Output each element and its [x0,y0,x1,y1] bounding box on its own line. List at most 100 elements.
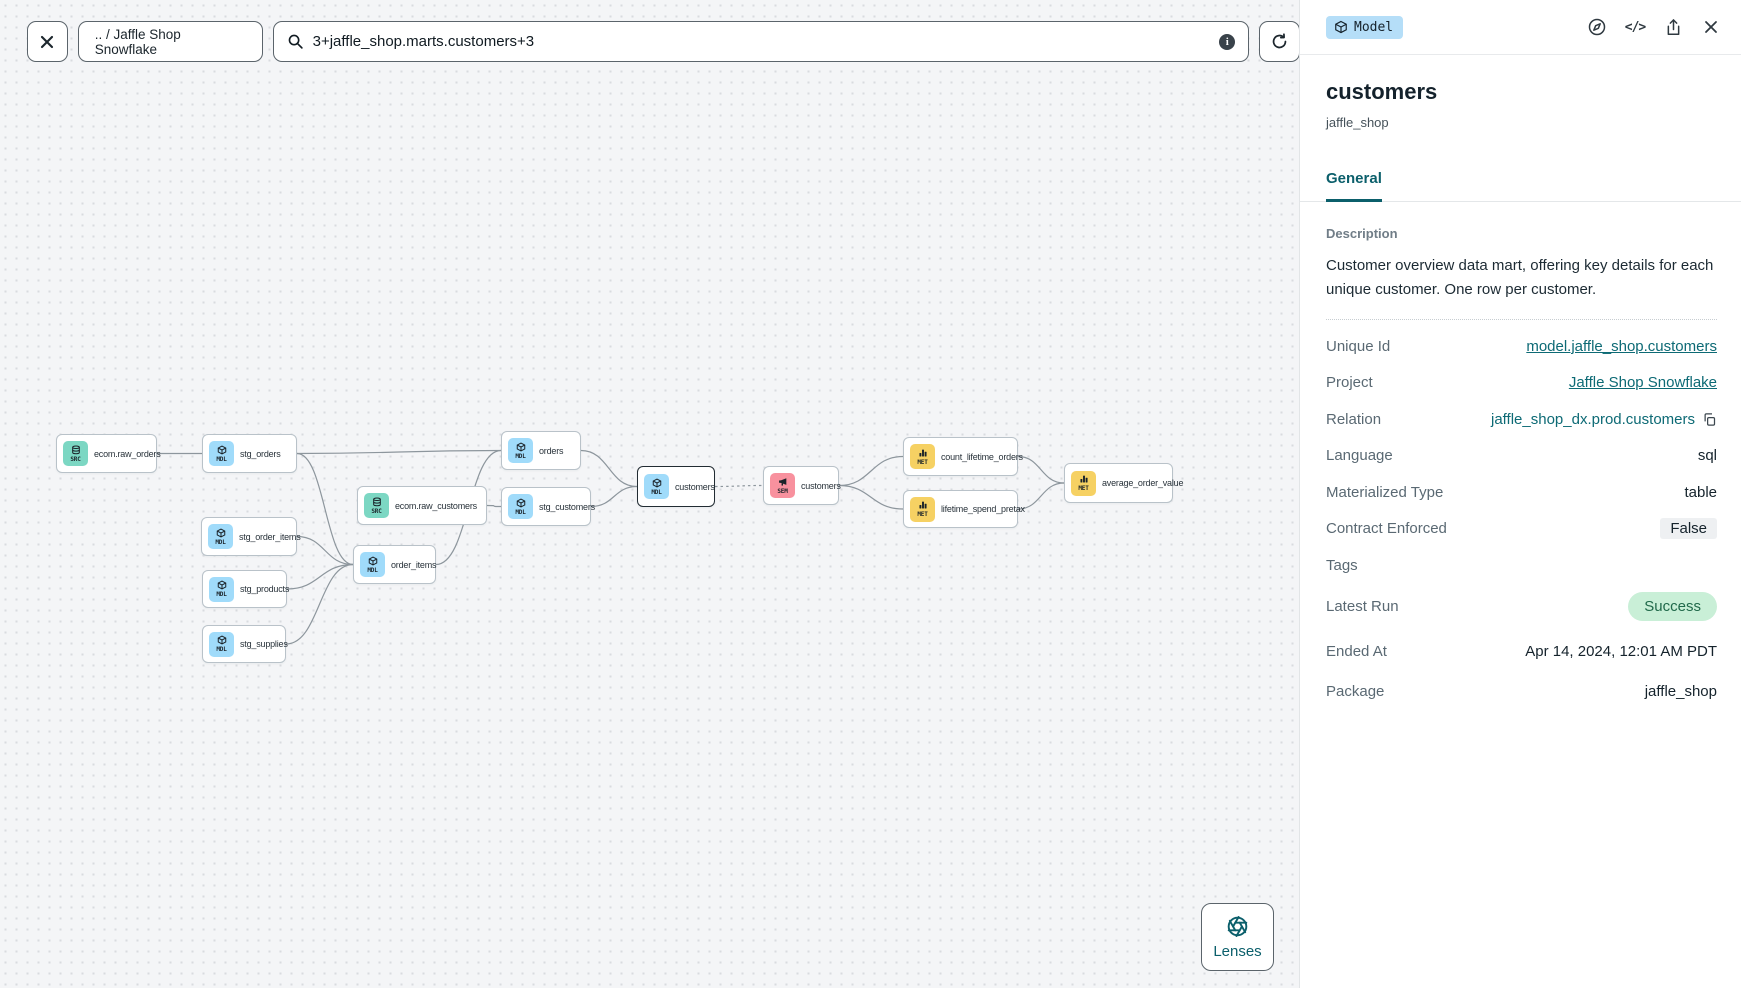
edge-customers_sem-to-lifetime_spend_pretax [838,484,904,510]
package-subtitle: jaffle_shop [1326,115,1389,130]
mdl-node-icon: MDL [209,441,234,466]
field-row-language: Language sql [1326,438,1717,475]
field-label-package: Package [1326,683,1385,701]
close-panel-button[interactable] [1701,17,1721,37]
dag-node-stg_customers[interactable]: MDL stg_customers [501,487,595,526]
database-icon [372,497,381,506]
field-label-language: Language [1326,447,1393,465]
edge-lifetime_spend_pretax-to-average_order_value [1017,482,1065,510]
details-panel: Model </> customers jaffle_shop General … [1299,0,1741,988]
edge-orders-to-customers [580,449,638,488]
met-node-icon: MET [1071,470,1096,496]
cube-icon [368,555,377,566]
field-label-unique-id: Unique Id [1326,337,1391,355]
megaphone-icon [778,477,786,486]
cube-icon [217,580,226,590]
share-button[interactable] [1663,17,1683,37]
field-value-relation[interactable]: jaffle_shop_dx.prod.customers [1490,410,1695,428]
met-node-icon: MET [910,444,935,469]
node-label: average_order_value [1102,478,1184,488]
panel-header: Model </> [1300,0,1741,55]
divider [1326,319,1717,320]
lenses-label: Lenses [1213,942,1262,960]
edge-stg_supplies-to-order_items [285,563,354,645]
panel-tabs: General [1300,170,1741,202]
cube-icon [216,527,225,538]
field-value-package: jaffle_shop [1644,683,1717,701]
edge-stg_orders-to-order_items [296,452,354,566]
field-value-unique-id[interactable]: model.jaffle_shop.customers [1526,337,1717,355]
model-badge-label: Model [1354,19,1394,35]
explore-lineage-button[interactable] [1587,17,1607,37]
dag-node-average_order_value[interactable]: MET average_order_value [1064,463,1183,503]
bar-chart-icon [918,449,927,457]
lineage-search[interactable]: i [272,21,1250,62]
lineage-toolbar: .. / Jaffle Shop Snowflake i [27,21,1300,62]
title-block: customers jaffle_shop [1300,55,1741,130]
field-value-ended-at: Apr 14, 2024, 12:01 AM PDT [1525,643,1717,660]
field-row-contract-enforced: Contract Enforced False [1326,511,1717,548]
info-icon[interactable]: i [1219,33,1236,50]
breadcrumb[interactable]: .. / Jaffle Shop Snowflake [77,21,263,62]
field-row-ended-at: Ended At Apr 14, 2024, 12:01 AM PDT [1326,630,1717,674]
cube-icon [516,441,525,452]
compass-icon [1588,18,1606,36]
node-label: ecom.raw_orders [94,448,161,459]
dag-node-count_lifetime_orders[interactable]: MET count_lifetime_orders [903,437,1023,476]
tab-general[interactable]: General [1326,170,1382,202]
node-label: stg_order_items [239,531,301,542]
mdl-node-icon: MDL [508,494,533,519]
field-label-ended-at: Ended At [1326,643,1387,660]
lenses-button[interactable]: Lenses [1201,903,1274,971]
field-row-tags: Tags [1326,547,1717,584]
mdl-node-icon: MDL [209,576,234,602]
edge-stg_orders-to-orders [296,449,502,455]
edge-stg_order_items-to-order_items [296,535,354,566]
field-value-contract-enforced: False [1660,518,1717,540]
database-icon [71,445,80,454]
field-value-materialized-type: table [1684,483,1717,501]
panel-actions: </> [1587,17,1721,37]
copy-icon[interactable] [1702,412,1717,427]
field-row-unique-id: Unique Id model.jaffle_shop.customers [1326,328,1717,365]
edge-stg_customers-to-customers [590,485,638,508]
view-code-button[interactable]: </> [1624,17,1647,37]
aperture-icon [1227,915,1248,937]
cube-icon [652,477,661,488]
node-label: count_lifetime_orders [941,451,1023,462]
src-node-icon: SRC [364,493,389,518]
field-label-materialized-type: Materialized Type [1326,483,1444,501]
search-input[interactable] [312,33,1211,50]
field-value-language: sql [1697,447,1717,465]
field-label-latest-run: Latest Run [1326,598,1399,615]
mdl-node-icon: MDL [360,552,385,577]
cube-icon [217,635,226,645]
share-icon [1667,18,1679,35]
model-type-badge: Model [1326,15,1404,39]
field-row-package: Package jaffle_shop [1326,674,1717,711]
code-icon: </> [1624,19,1647,35]
breadcrumb-label: .. / Jaffle Shop Snowflake [94,26,181,57]
refresh-button[interactable] [1259,21,1300,62]
cube-icon [217,444,226,455]
field-label-relation: Relation [1326,410,1382,428]
field-value-project[interactable]: Jaffle Shop Snowflake [1568,374,1717,392]
field-label-contract-enforced: Contract Enforced [1326,520,1447,538]
node-label: stg_customers [539,501,595,512]
refresh-icon [1272,33,1287,49]
node-label: lifetime_spend_pretax [941,504,1025,514]
close-lineage-button[interactable] [27,21,68,62]
node-label: stg_supplies [240,639,288,649]
